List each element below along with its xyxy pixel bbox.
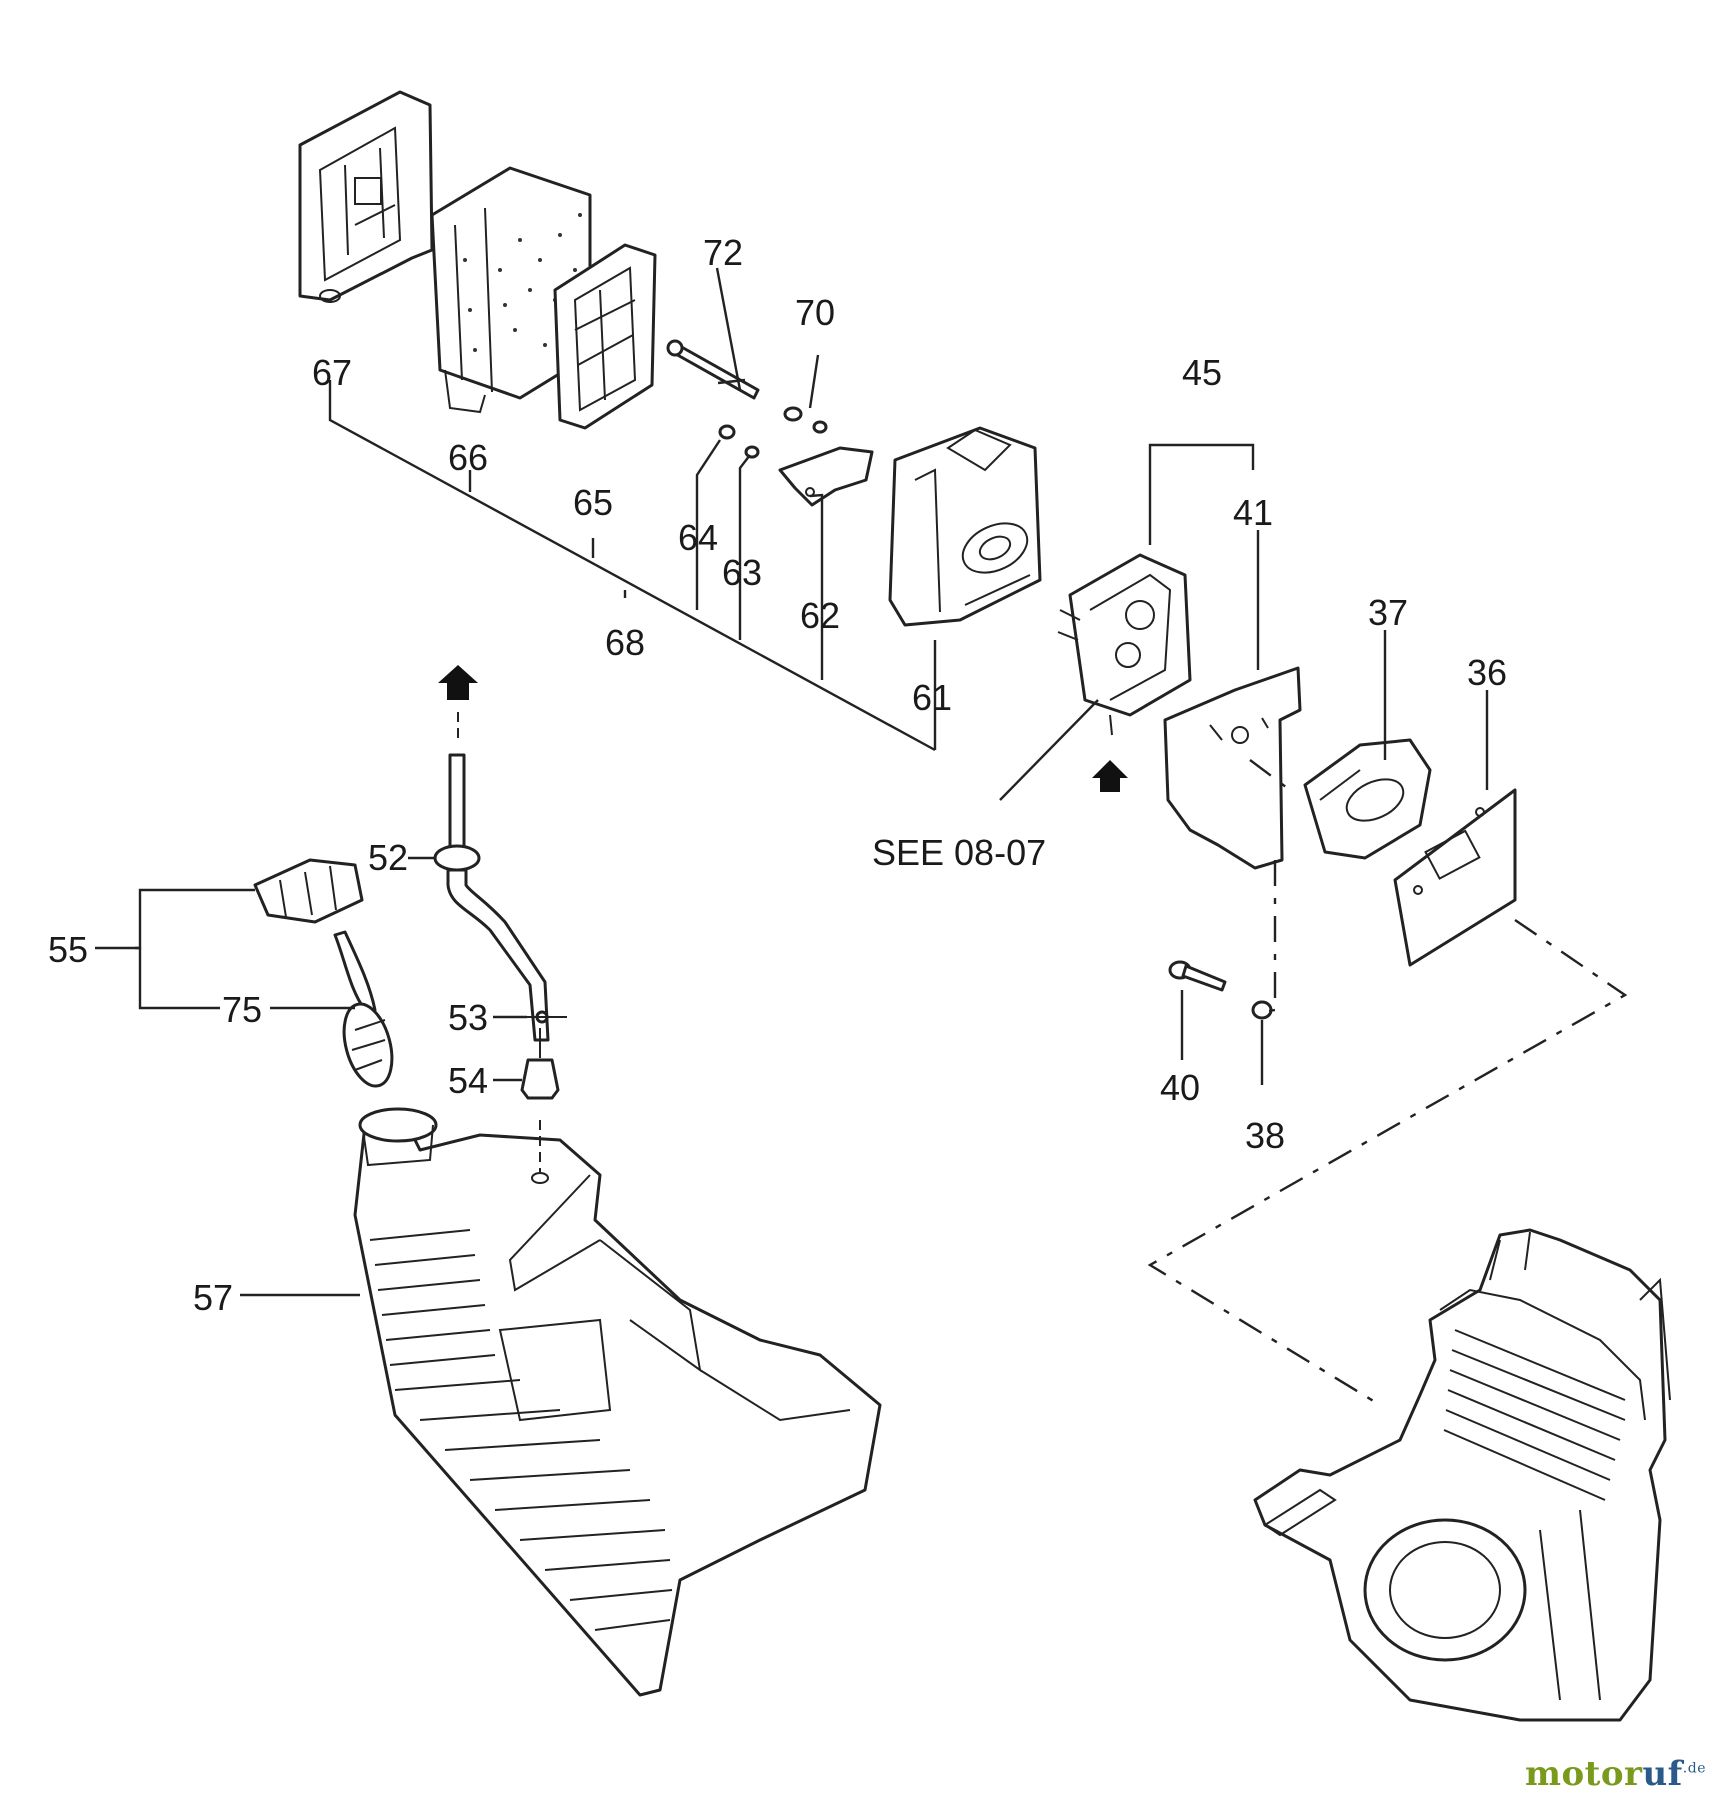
air-filter-cover-part (298, 90, 434, 303)
bolt-part (666, 339, 760, 400)
leader-line (1210, 443, 1255, 470)
center-line (1261, 860, 1277, 1014)
clamp-part (527, 1010, 567, 1024)
part-number-38: 38 (1245, 1115, 1285, 1156)
washer-part (812, 420, 828, 434)
part-number-40: 40 (1160, 1067, 1200, 1108)
bolt-part (1168, 960, 1227, 992)
part-number-55: 55 (48, 929, 88, 970)
leader-line (738, 454, 751, 640)
leader-line (138, 948, 220, 1010)
fuel-tank-part (353, 1107, 882, 1697)
part-number-64: 64 (678, 517, 718, 558)
part-number-75: 75 (222, 989, 262, 1030)
part-number-62: 62 (800, 595, 840, 636)
fuel-filter-part (520, 1028, 560, 1100)
part-number-66: 66 (448, 437, 488, 478)
washer-part (718, 424, 736, 440)
carburetor-part (1057, 553, 1192, 736)
engine-part (1253, 1228, 1671, 1722)
leader-line (717, 378, 746, 385)
gasket-part (1163, 666, 1302, 870)
leader-line (1148, 443, 1210, 545)
insulator-part (1303, 738, 1432, 860)
bracket-part (778, 446, 874, 507)
see-reference-label: SEE 08-07 (872, 832, 1046, 873)
washer-part (744, 445, 760, 459)
part-number-36: 36 (1467, 652, 1507, 693)
part-number-37: 37 (1368, 592, 1408, 633)
part-number-61: 61 (912, 677, 952, 718)
watermark-text-a: motor (1524, 1754, 1643, 1794)
motoruf-watermark-logo: motoruf.de (1525, 1754, 1706, 1794)
leader-line (328, 380, 936, 752)
part-number-57: 57 (193, 1277, 233, 1318)
part-number-72: 72 (703, 232, 743, 273)
up-arrow-icon (1092, 760, 1128, 792)
leader-line (695, 439, 722, 610)
part-number-45: 45 (1182, 352, 1222, 393)
center-line (1147, 919, 1628, 1407)
part-number-54: 54 (448, 1060, 488, 1101)
leader-line (715, 267, 742, 391)
nut-part (783, 406, 803, 422)
part-number-52: 52 (368, 837, 408, 878)
part-number-63: 63 (722, 552, 762, 593)
up-arrow-icon (438, 665, 478, 700)
leader-line (135, 888, 255, 950)
cap-strap-part (333, 930, 394, 1088)
nut-part (1251, 1000, 1273, 1020)
leader-line (808, 354, 820, 409)
leader-line (999, 699, 1099, 801)
watermark-suffix: .de (1682, 1760, 1706, 1777)
part-number-65: 65 (573, 482, 613, 523)
part-number-41: 41 (1233, 492, 1273, 533)
center-line (1249, 759, 1291, 791)
fuel-cap-part (253, 858, 364, 924)
part-number-70: 70 (795, 292, 835, 333)
part-number-67: 67 (312, 352, 352, 393)
fuel-pipe-part (433, 712, 550, 1042)
watermark-text-b: uf (1642, 1754, 1683, 1794)
part-number-53: 53 (448, 997, 488, 1038)
leader-line (809, 493, 824, 680)
filter-case-part (888, 426, 1042, 627)
heat-plate-part (1393, 788, 1517, 967)
part-number-68: 68 (605, 622, 645, 663)
filter-frame-part (553, 243, 657, 430)
